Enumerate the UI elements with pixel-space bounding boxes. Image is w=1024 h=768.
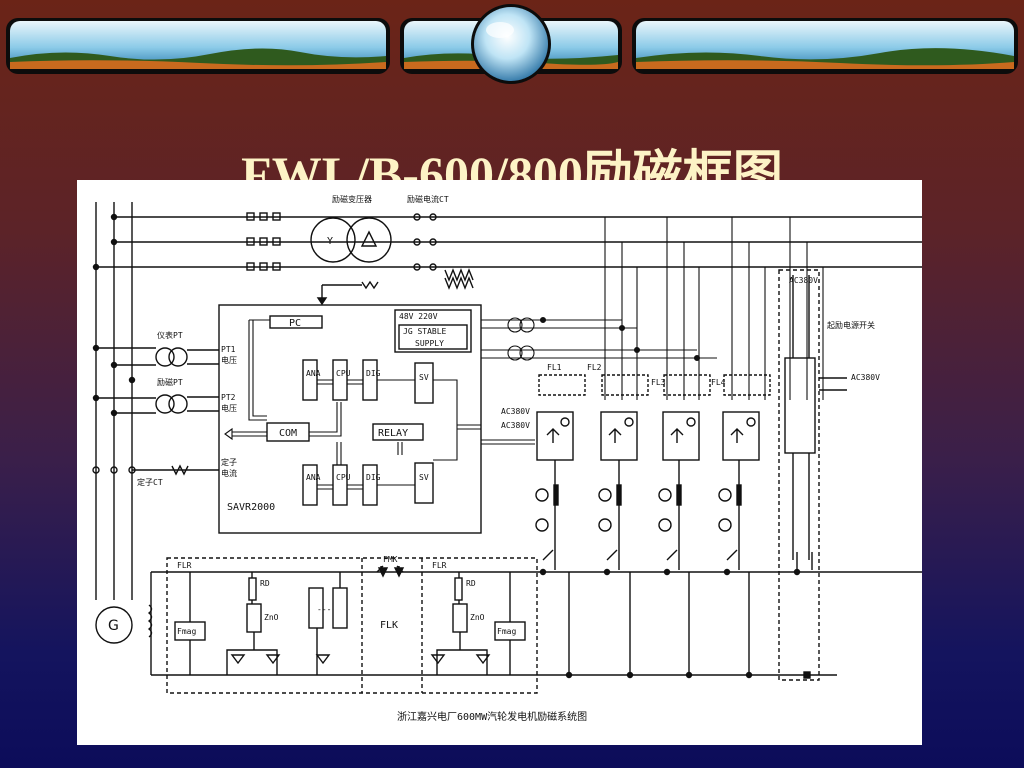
- generator-bus: [92, 202, 136, 644]
- fl3-label: FL3: [651, 378, 666, 387]
- flr-panel: [166, 557, 538, 694]
- supply-label-c: JG STABLE: [403, 327, 447, 336]
- module-row-bottom: [302, 462, 434, 506]
- supply-label-b: SUPPLY: [415, 339, 444, 348]
- ana-bottom: ANA: [306, 473, 321, 482]
- circuit-svg: G Y 励磁变压器 励磁电流CT SAVR2000 PC 48V 220V: [92, 194, 922, 723]
- savr-label: SAVR2000: [227, 502, 275, 513]
- ct-label: 定子CT: [137, 477, 163, 487]
- savr-internal-wiring: [224, 319, 481, 490]
- generator-label: G: [108, 618, 119, 634]
- savr2000-box: [218, 304, 482, 534]
- sv-top: SV: [419, 373, 429, 382]
- fl4-label: FL4: [711, 378, 726, 387]
- com-label: COM: [279, 428, 297, 439]
- pc-label: PC: [289, 318, 301, 329]
- banner-strip-right: [632, 18, 1018, 74]
- ct-side-a: 定子: [221, 457, 237, 467]
- startup-panel: [778, 269, 847, 681]
- pt2-label: 励磁PT: [157, 377, 183, 387]
- dc-field-bus: [150, 568, 922, 679]
- flr-right-label: FLR: [432, 561, 447, 570]
- ac-feeders: [539, 217, 824, 400]
- zno-left-label: ZnO: [264, 613, 279, 622]
- pt2-transformer: [96, 394, 219, 414]
- globe-icon: [471, 4, 551, 84]
- sv-bottom: SV: [419, 473, 429, 482]
- stator-ct: [132, 464, 219, 476]
- supply-inner: [398, 324, 468, 350]
- relay-block: [372, 423, 424, 441]
- header-banner: [6, 4, 1018, 84]
- flk-label: FLK: [380, 620, 398, 631]
- pt1-label: 仪表PT: [157, 330, 183, 340]
- transformer-label: 励磁变压器: [332, 194, 372, 204]
- pt2-side-a: PT2: [221, 393, 236, 402]
- pt1-side-b: 电压: [221, 355, 237, 365]
- rectifier-cabinets: [535, 374, 771, 570]
- three-phase-lines: [92, 212, 922, 271]
- banner-strip-left: [6, 18, 390, 74]
- fmag-left-label: Fmag: [177, 627, 196, 636]
- switch-top-label: AC380V: [789, 276, 818, 285]
- ana-top: ANA: [306, 369, 321, 378]
- rd-left-label: RD: [260, 579, 270, 588]
- ac-in-label-a: AC380V: [501, 407, 530, 416]
- ac-side-label: AC380V: [851, 373, 880, 382]
- svg-text:Y: Y: [327, 236, 333, 247]
- flr-left-label: FLR: [177, 561, 192, 570]
- relay-label: RELAY: [378, 428, 408, 439]
- rd-right-label: RD: [466, 579, 476, 588]
- fl2-label: FL2: [587, 363, 602, 372]
- dig-bottom: DIG: [366, 473, 381, 482]
- fmk-label: FMK: [383, 555, 398, 564]
- excitation-diagram: G Y 励磁变压器 励磁电流CT SAVR2000 PC 48V 220V: [77, 180, 922, 745]
- fl1-label: FL1: [547, 363, 562, 372]
- pt1-transformer: [96, 347, 219, 367]
- pc-block: [269, 315, 323, 329]
- ct-side-b: 电流: [221, 468, 237, 478]
- rectifier-ct-label: 励磁电流CT: [407, 194, 449, 204]
- supply-label-a: 48V 220V: [399, 312, 438, 321]
- fmag-right-label: Fmag: [497, 627, 516, 636]
- ac-in-label-b: AC380V: [501, 421, 530, 430]
- control-outputs: [481, 317, 717, 445]
- excitation-transformer: Y: [310, 217, 392, 263]
- diagram-caption: 浙江嘉兴电厂600MW汽轮发电机励磁系统图: [397, 710, 587, 723]
- dig-top: DIG: [366, 369, 381, 378]
- module-row-top: [302, 359, 434, 404]
- pt2-side-b: 电压: [221, 403, 237, 413]
- supply-block: [394, 309, 472, 353]
- pt1-side-a: PT1: [221, 345, 236, 354]
- dash-label: ---: [317, 605, 331, 614]
- switch-note-label: 起励电源开关: [827, 320, 875, 330]
- zno-right-label: ZnO: [470, 613, 485, 622]
- cpu-top: CPU: [336, 369, 351, 378]
- ct-coils-top: [316, 268, 474, 306]
- cpu-bottom: CPU: [336, 473, 351, 482]
